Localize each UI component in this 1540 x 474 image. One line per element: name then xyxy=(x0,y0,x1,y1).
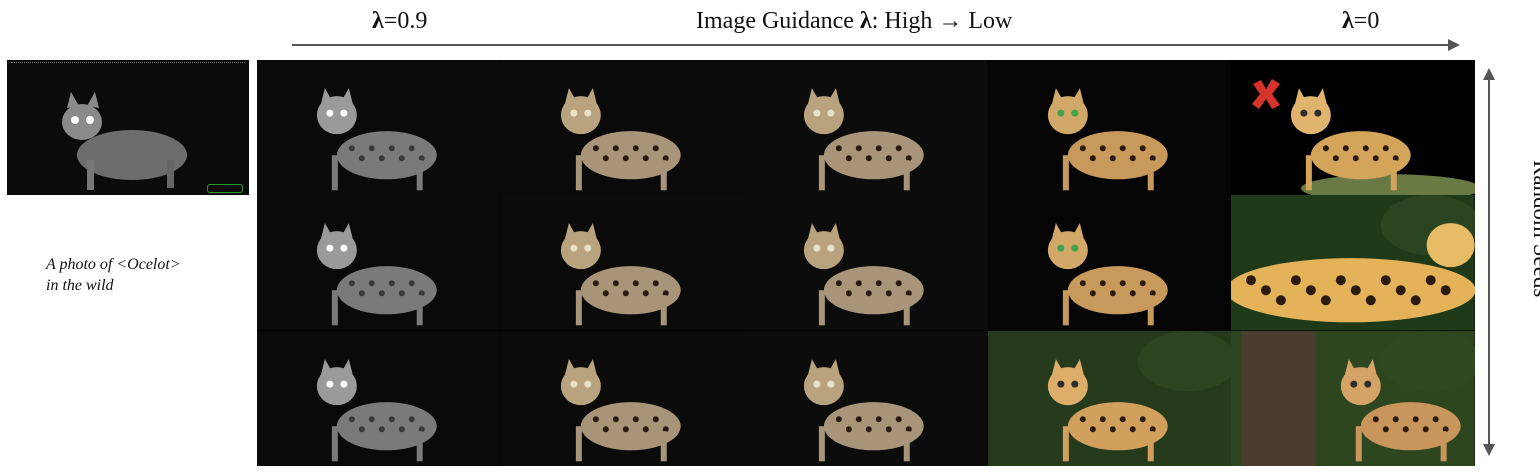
ocelot-render xyxy=(257,195,501,331)
ocelot-render xyxy=(1231,330,1475,466)
reject-x-icon xyxy=(1252,79,1280,109)
generated-image xyxy=(987,60,1232,196)
ocelot-render xyxy=(987,195,1232,331)
generated-image xyxy=(1231,330,1475,466)
image-guidance-title: Image Guidance λ: High → Low xyxy=(696,8,1013,34)
generated-image xyxy=(257,195,501,331)
prompt-caption: A photo of <Ocelot> in the wild xyxy=(46,256,181,294)
generated-image xyxy=(1231,195,1475,331)
generated-image xyxy=(987,330,1232,466)
generated-image xyxy=(744,195,988,331)
reference-image xyxy=(7,60,249,195)
generated-image xyxy=(744,330,988,466)
ocelot-render xyxy=(257,60,501,196)
reference-ocelot xyxy=(62,92,187,190)
ocelot-render xyxy=(744,195,988,331)
generated-image xyxy=(987,195,1232,331)
camera-stamp xyxy=(207,184,243,193)
ocelot-render xyxy=(500,195,745,331)
generated-image xyxy=(1231,60,1475,196)
ocelot-render xyxy=(987,330,1232,466)
camera-info-bar xyxy=(11,62,245,65)
ocelot-render xyxy=(1231,60,1475,196)
ocelot-render xyxy=(500,330,745,466)
generated-image xyxy=(500,195,745,331)
generated-image xyxy=(744,60,988,196)
generated-grid xyxy=(257,60,1475,466)
generated-image xyxy=(500,60,745,196)
ocelot-render xyxy=(744,330,988,466)
generated-image xyxy=(257,330,501,466)
random-seeds-label: Random Seeds xyxy=(1529,160,1540,298)
seeds-arrow xyxy=(1483,68,1495,456)
ocelot-render xyxy=(1231,195,1475,331)
ocelot-render xyxy=(744,60,988,196)
ocelot-render xyxy=(500,60,745,196)
lambda-high-label: λ=0.9 xyxy=(372,8,428,34)
ocelot-render xyxy=(987,60,1232,196)
ocelot-render xyxy=(257,330,501,466)
lambda-low-label: λ=0 xyxy=(1342,8,1380,34)
generated-image xyxy=(257,60,501,196)
generated-image xyxy=(500,330,745,466)
guidance-arrow xyxy=(292,39,1460,51)
